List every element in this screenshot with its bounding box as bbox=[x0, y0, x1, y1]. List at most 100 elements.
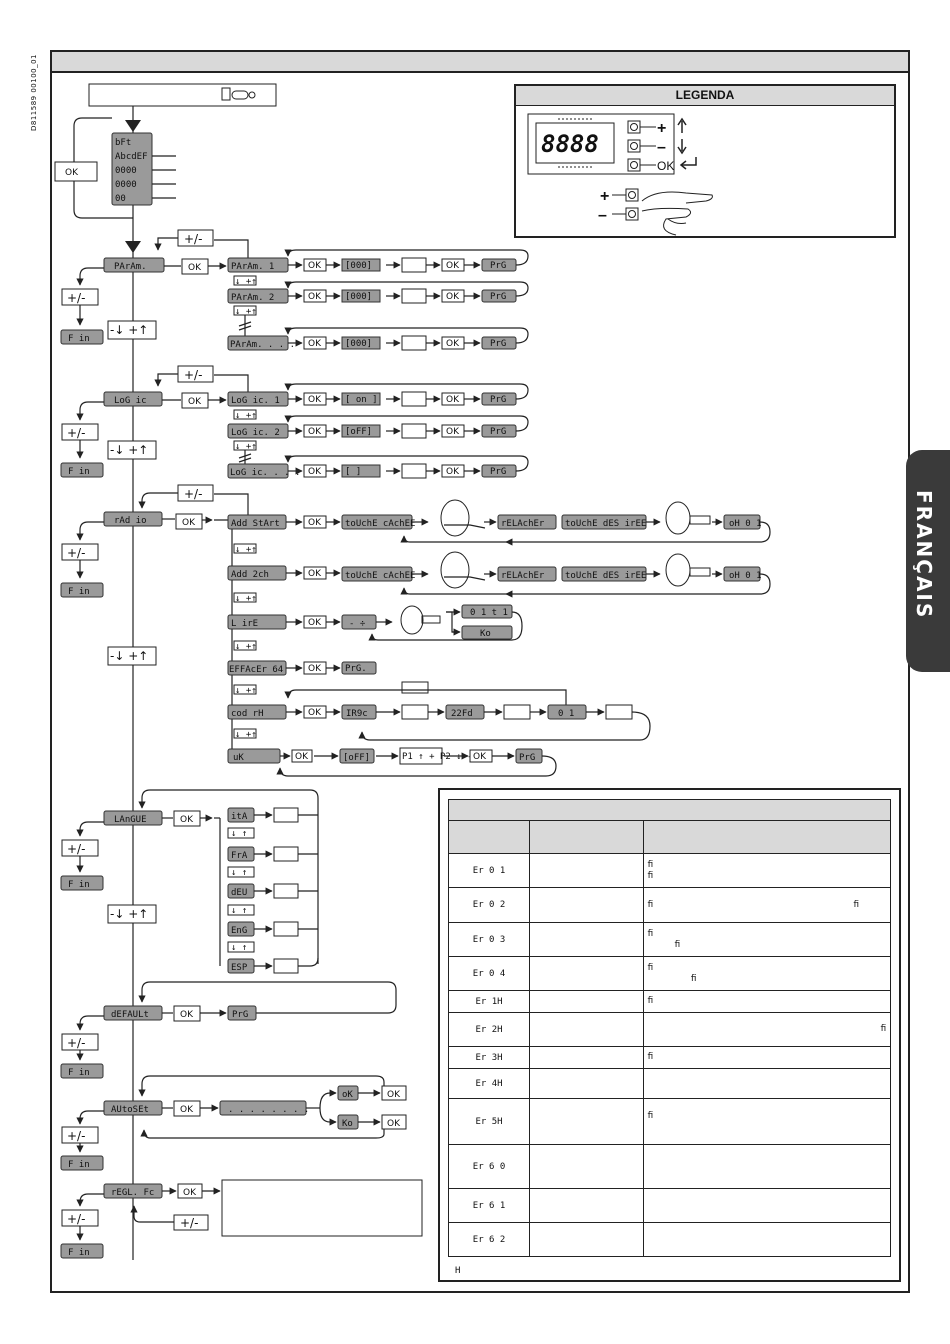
radio-fin-display bbox=[60, 582, 104, 598]
svg-text:OK: OK bbox=[308, 292, 322, 302]
svg-text:PArAm. . . .: PArAm. . . . bbox=[230, 340, 295, 350]
param-row-1: PArAm. 1 OK [000] OK PrG bbox=[227, 249, 529, 273]
param-row-2: PArAm. 2 OK [000] OK PrG bbox=[227, 281, 529, 304]
default-section: dEFAULt OK PrG +/- F in bbox=[60, 981, 397, 1079]
default-prg-display bbox=[227, 1005, 257, 1021]
svg-text:- ÷: - ÷ bbox=[349, 619, 366, 629]
legend-title: LEGENDA bbox=[516, 86, 894, 106]
svg-text:↓ +↑: ↓ +↑ bbox=[235, 545, 257, 555]
hand-press-icon bbox=[221, 87, 256, 101]
table-row: Er 6 0 bbox=[447, 1144, 892, 1189]
svg-text:-↓ +↑: -↓ +↑ bbox=[110, 323, 148, 337]
svg-text:OK: OK bbox=[446, 467, 460, 477]
svg-text:EFFAcEr 64: EFFAcEr 64 bbox=[229, 665, 283, 675]
svg-text:↓ +↑: ↓ +↑ bbox=[235, 730, 257, 740]
svg-text:OK: OK bbox=[182, 518, 196, 528]
svg-text:oH 0 1: oH 0 1 bbox=[729, 519, 762, 529]
svg-text:LAnGUE: LAnGUE bbox=[114, 815, 147, 825]
svg-text:OK: OK bbox=[308, 618, 322, 628]
svg-text:–: – bbox=[657, 139, 666, 156]
svg-text:Ko: Ko bbox=[342, 1119, 353, 1129]
logic-fin-display bbox=[60, 462, 104, 478]
svg-text:toUchE cAchEE: toUchE cAchEE bbox=[345, 571, 415, 581]
svg-text:OK: OK bbox=[180, 815, 194, 825]
svg-text:OK: OK bbox=[308, 261, 322, 271]
svg-text:toUchE cAchEE: toUchE cAchEE bbox=[345, 519, 415, 529]
svg-text:PrG: PrG bbox=[490, 427, 506, 437]
svg-text:OK: OK bbox=[295, 752, 309, 762]
radio-effacer-row: EFFAcEr 64 OK PrG. bbox=[227, 660, 377, 676]
svg-text:rAd io: rAd io bbox=[114, 516, 147, 526]
langue-esp: ESP bbox=[227, 957, 319, 974]
remote-press-icon bbox=[665, 553, 691, 587]
svg-text:-↓ +↑: -↓ +↑ bbox=[110, 649, 148, 663]
svg-text:OK: OK bbox=[308, 569, 322, 579]
arrow-down-icon bbox=[677, 139, 687, 155]
svg-text:[oFF]: [oFF] bbox=[345, 427, 372, 437]
svg-text:+/-: +/- bbox=[67, 1129, 85, 1143]
regl-fin-display bbox=[60, 1243, 104, 1259]
svg-text:↓ +↑: ↓ +↑ bbox=[235, 642, 257, 652]
svg-text:+/-: +/- bbox=[184, 368, 202, 382]
svg-text:↓ +↑: ↓ +↑ bbox=[235, 307, 257, 317]
root-ok-label: OK bbox=[65, 168, 79, 178]
svg-text:+: + bbox=[657, 120, 666, 137]
legend-minus-button bbox=[627, 139, 641, 153]
langue-eng: EnG bbox=[227, 921, 318, 937]
svg-text:. . . . . . . .: . . . . . . . . bbox=[228, 1105, 309, 1115]
table-row: Er 0 3 ﬁ ﬁ bbox=[447, 922, 892, 957]
svg-text:[000]: [000] bbox=[345, 261, 372, 271]
svg-text:Add StArt: Add StArt bbox=[231, 519, 280, 529]
svg-text:EnG: EnG bbox=[231, 926, 247, 936]
finger-press-icon bbox=[641, 191, 713, 236]
table-row: Er 5H ﬁ bbox=[447, 1098, 892, 1145]
svg-text:↓ ↑: ↓ ↑ bbox=[231, 943, 247, 953]
svg-text:PrG: PrG bbox=[490, 467, 506, 477]
logic-row-3: LoG ic. . . . OK [ ] OK PrG bbox=[227, 455, 529, 479]
svg-text:F in: F in bbox=[68, 1160, 90, 1170]
error-table-title bbox=[448, 799, 891, 821]
svg-text:[oFF]: [oFF] bbox=[343, 753, 370, 763]
svg-text:OK: OK bbox=[188, 263, 202, 273]
regl-pm-button bbox=[173, 1214, 209, 1231]
legend-panel bbox=[527, 113, 675, 175]
radio-cod-row: cod rH OK IR9c 22Fd 0 1 bbox=[227, 681, 651, 741]
svg-text:↓ +↑: ↓ +↑ bbox=[235, 594, 257, 604]
svg-text:Ko: Ko bbox=[480, 629, 491, 639]
svg-text:[000]: [000] bbox=[345, 339, 372, 349]
svg-text:LoG ic. 1: LoG ic. 1 bbox=[231, 396, 280, 406]
svg-text:LoG ic. 2: LoG ic. 2 bbox=[231, 428, 280, 438]
svg-text:-↓ +↑: -↓ +↑ bbox=[110, 907, 148, 921]
logic-menu-display bbox=[103, 391, 163, 407]
svg-text:PrG: PrG bbox=[519, 753, 535, 763]
table-row: Er 4H bbox=[447, 1068, 892, 1099]
table-row: Er 0 4 ﬁ ﬁ bbox=[447, 956, 892, 991]
autoset-section: AUtoSEt OK . . . . . . . . oK OK Ko OK +… bbox=[60, 1075, 407, 1171]
svg-text:L irE: L irE bbox=[231, 619, 258, 629]
radio-ok-button bbox=[175, 513, 203, 530]
svg-text:rEGL. Fc: rEGL. Fc bbox=[111, 1188, 154, 1198]
enter-icon bbox=[679, 157, 697, 170]
svg-text:OK: OK bbox=[308, 708, 322, 718]
table-row: Er 2H ﬁ bbox=[447, 1012, 892, 1047]
svg-text:OK: OK bbox=[308, 664, 322, 674]
svg-text:OK: OK bbox=[387, 1090, 401, 1100]
svg-text:↓ +↑: ↓ +↑ bbox=[235, 411, 257, 421]
svg-text:OK: OK bbox=[387, 1119, 401, 1129]
svg-text:Add 2ch: Add 2ch bbox=[231, 570, 269, 580]
table-row: Er 3H ﬁ bbox=[447, 1046, 892, 1069]
svg-text:AUtoSEt: AUtoSEt bbox=[111, 1105, 149, 1115]
langue-ita: itA bbox=[227, 807, 318, 823]
svg-text:OK: OK bbox=[308, 467, 322, 477]
legend-display-digits: 8888 bbox=[541, 130, 599, 158]
svg-text:↓ +↑: ↓ +↑ bbox=[235, 686, 257, 696]
radio-section: +/- rAd io OK +/- F in -↓ +↑ Add StArt O… bbox=[60, 484, 771, 777]
arrow-up-icon bbox=[677, 117, 687, 133]
svg-text:P1 ↑ + P2 ↓ -: P1 ↑ + P2 ↓ - bbox=[402, 752, 472, 762]
svg-text:PrG: PrG bbox=[490, 395, 506, 405]
table-row: Er 6 1 bbox=[447, 1188, 892, 1223]
